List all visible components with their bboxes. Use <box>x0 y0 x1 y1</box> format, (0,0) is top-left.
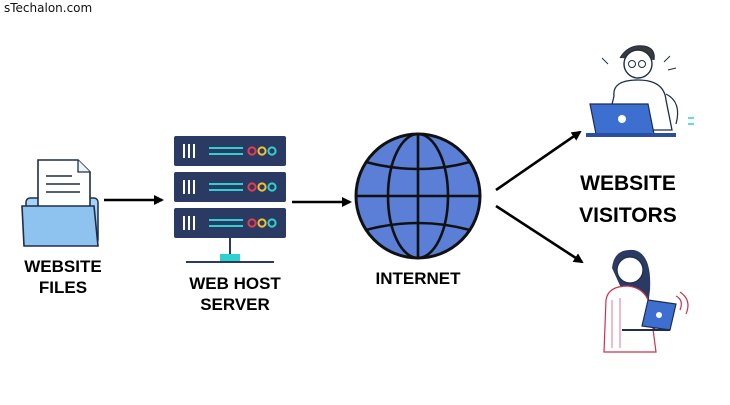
visitor-man-with-laptop-illustration <box>586 45 694 137</box>
server-unit <box>174 136 286 166</box>
label-line: WEB HOST <box>189 274 281 293</box>
arrow-internet-to-visitor-top <box>495 130 582 192</box>
label-website-visitors: WEBSITE VISITORS <box>570 168 686 231</box>
label-internet: INTERNET <box>375 269 461 288</box>
globe-icon <box>354 132 482 260</box>
laptop-icon <box>622 299 677 331</box>
label-line: VISITORS <box>579 203 677 227</box>
arrow-internet-to-visitor-bottom <box>495 204 584 264</box>
label-line: WEBSITE <box>24 257 102 276</box>
visitor-woman-with-laptop-illustration <box>603 249 689 353</box>
folder-icon <box>21 159 99 247</box>
laptop-icon <box>586 103 676 137</box>
label-website-files: WEBSITE FILES <box>18 256 108 299</box>
server-icon <box>174 136 286 263</box>
label-line: SERVER <box>200 295 270 315</box>
watermark: sTechalon.com <box>4 1 93 15</box>
label-line: WEBSITE <box>580 172 676 195</box>
server-unit <box>174 172 286 202</box>
label-web-host-server: WEB HOST SERVER <box>176 273 294 316</box>
server-unit <box>174 208 286 238</box>
label-line: FILES <box>38 278 88 298</box>
